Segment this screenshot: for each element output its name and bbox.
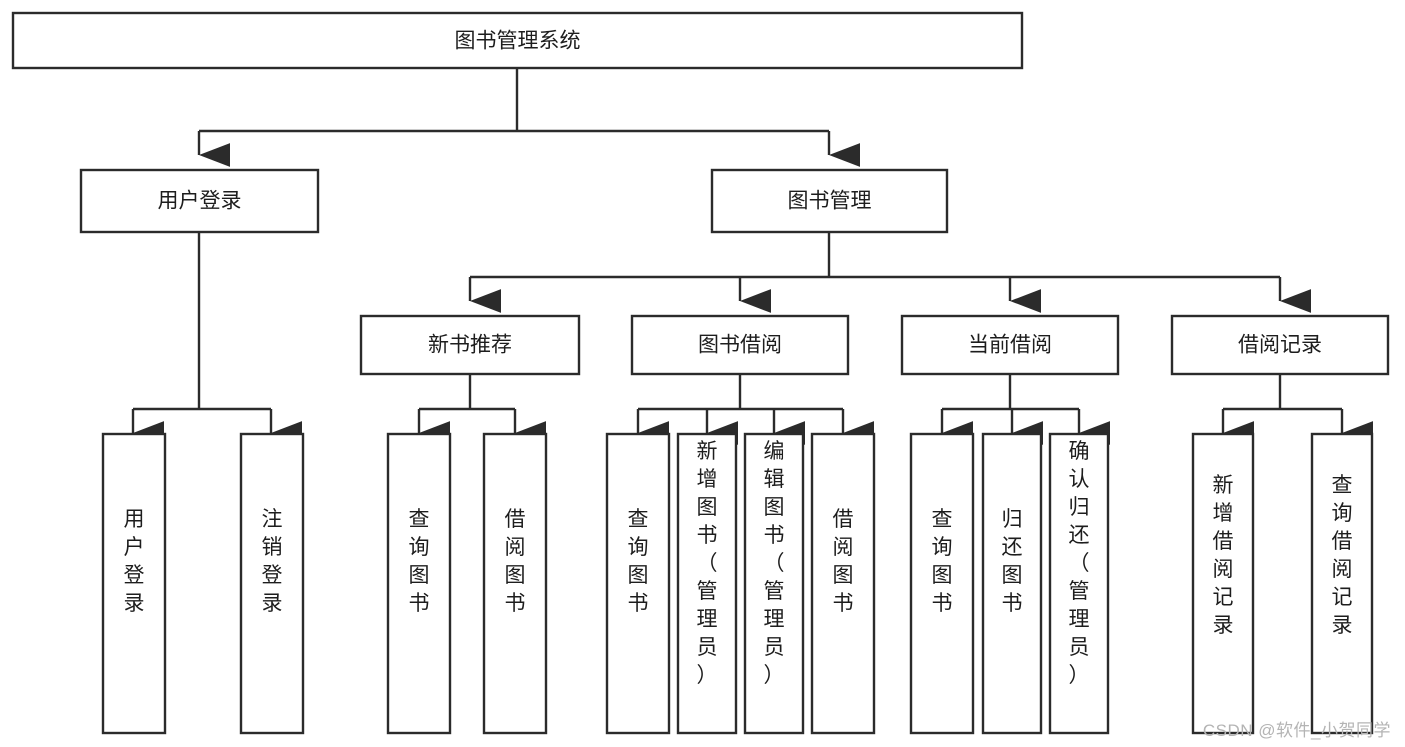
- node-leaf-add-book-admin[interactable]: 新增图书（管理员）: [676, 432, 738, 735]
- node-leaf-user-login[interactable]: 用户登录: [101, 432, 167, 735]
- node-leaf-query-book-current[interactable]: 查询图书: [909, 432, 975, 735]
- node-leaf-add-book-admin-rect[interactable]: [676, 432, 738, 735]
- node-leaf-borrow-book[interactable]: 借阅图书: [810, 432, 876, 735]
- node-leaf-return-book-label: 归还图书: [1002, 508, 1023, 615]
- node-root-rect[interactable]: [11, 11, 1024, 70]
- node-leaf-add-borrow-record-label: 新增借阅记录: [1213, 474, 1234, 637]
- connector-layer: [131, 68, 1374, 445]
- node-leaf-return-book[interactable]: 归还图书: [981, 432, 1043, 735]
- node-leaf-confirm-return-admin[interactable]: 确认归还（管理员）: [1048, 432, 1110, 735]
- node-leaf-edit-book-admin-label: 编辑图书（管理员）: [764, 440, 785, 687]
- node-borrow-record-label: 借阅记录: [1238, 334, 1322, 357]
- node-leaf-borrow-book-recommend-label: 借阅图书: [505, 508, 526, 615]
- node-user-login[interactable]: 用户登录: [79, 168, 320, 234]
- node-root-label: 图书管理系统: [455, 30, 581, 53]
- node-book-borrow-rect[interactable]: [630, 314, 850, 376]
- node-book-borrow-label: 图书借阅: [698, 334, 782, 357]
- node-new-book-recommend-rect[interactable]: [359, 314, 581, 376]
- node-leaf-user-logout-rect[interactable]: [239, 432, 305, 735]
- node-leaf-query-book-borrow-label: 查询图书: [628, 508, 649, 615]
- node-current-borrow-rect[interactable]: [900, 314, 1120, 376]
- node-current-borrow-label: 当前借阅: [968, 334, 1052, 357]
- node-current-borrow[interactable]: 当前借阅: [900, 314, 1120, 376]
- node-root[interactable]: 图书管理系统: [11, 11, 1024, 70]
- node-leaf-user-logout[interactable]: 注销登录: [239, 432, 305, 735]
- node-book-manage-label: 图书管理: [788, 190, 872, 213]
- node-leaf-user-login-rect[interactable]: [101, 432, 167, 735]
- node-leaf-confirm-return-admin-label: 确认归还（管理员）: [1069, 440, 1090, 687]
- node-leaf-query-book-borrow[interactable]: 查询图书: [605, 432, 671, 735]
- node-leaf-query-book-borrow-rect[interactable]: [605, 432, 671, 735]
- node-leaf-confirm-return-admin-rect[interactable]: [1048, 432, 1110, 735]
- node-leaf-return-book-rect[interactable]: [981, 432, 1043, 735]
- node-leaf-query-book-recommend-rect[interactable]: [386, 432, 452, 735]
- node-leaf-query-book-recommend[interactable]: 查询图书: [386, 432, 452, 735]
- node-leaf-user-login-label: 用户登录: [124, 508, 145, 615]
- node-leaf-borrow-book-label: 借阅图书: [833, 508, 854, 615]
- node-leaf-query-book-current-rect[interactable]: [909, 432, 975, 735]
- node-leaf-query-borrow-record[interactable]: 查询借阅记录: [1310, 432, 1374, 735]
- node-leaf-user-logout-label: 注销登录: [262, 508, 283, 615]
- node-leaf-query-book-current-label: 查询图书: [932, 508, 953, 615]
- node-user-login-label: 用户登录: [158, 190, 242, 213]
- node-leaf-query-borrow-record-rect[interactable]: [1310, 432, 1374, 735]
- node-leaf-query-book-recommend-label: 查询图书: [409, 508, 430, 615]
- node-user-login-rect[interactable]: [79, 168, 320, 234]
- node-leaf-borrow-book-rect[interactable]: [810, 432, 876, 735]
- node-leaf-borrow-book-recommend-rect[interactable]: [482, 432, 548, 735]
- node-leaf-edit-book-admin-rect[interactable]: [743, 432, 805, 735]
- node-book-manage[interactable]: 图书管理: [710, 168, 949, 234]
- node-leaf-add-borrow-record[interactable]: 新增借阅记录: [1191, 432, 1255, 735]
- node-book-borrow[interactable]: 图书借阅: [630, 314, 850, 376]
- node-borrow-record-rect[interactable]: [1170, 314, 1390, 376]
- node-leaf-query-borrow-record-label: 查询借阅记录: [1332, 474, 1353, 637]
- node-new-book-recommend-label: 新书推荐: [428, 334, 512, 357]
- node-leaf-add-book-admin-label: 新增图书（管理员）: [697, 440, 718, 687]
- node-leaf-add-borrow-record-rect[interactable]: [1191, 432, 1255, 735]
- node-book-manage-rect[interactable]: [710, 168, 949, 234]
- node-new-book-recommend[interactable]: 新书推荐: [359, 314, 581, 376]
- node-leaf-borrow-book-recommend[interactable]: 借阅图书: [482, 432, 548, 735]
- node-borrow-record[interactable]: 借阅记录: [1170, 314, 1390, 376]
- node-leaf-edit-book-admin[interactable]: 编辑图书（管理员）: [743, 432, 805, 735]
